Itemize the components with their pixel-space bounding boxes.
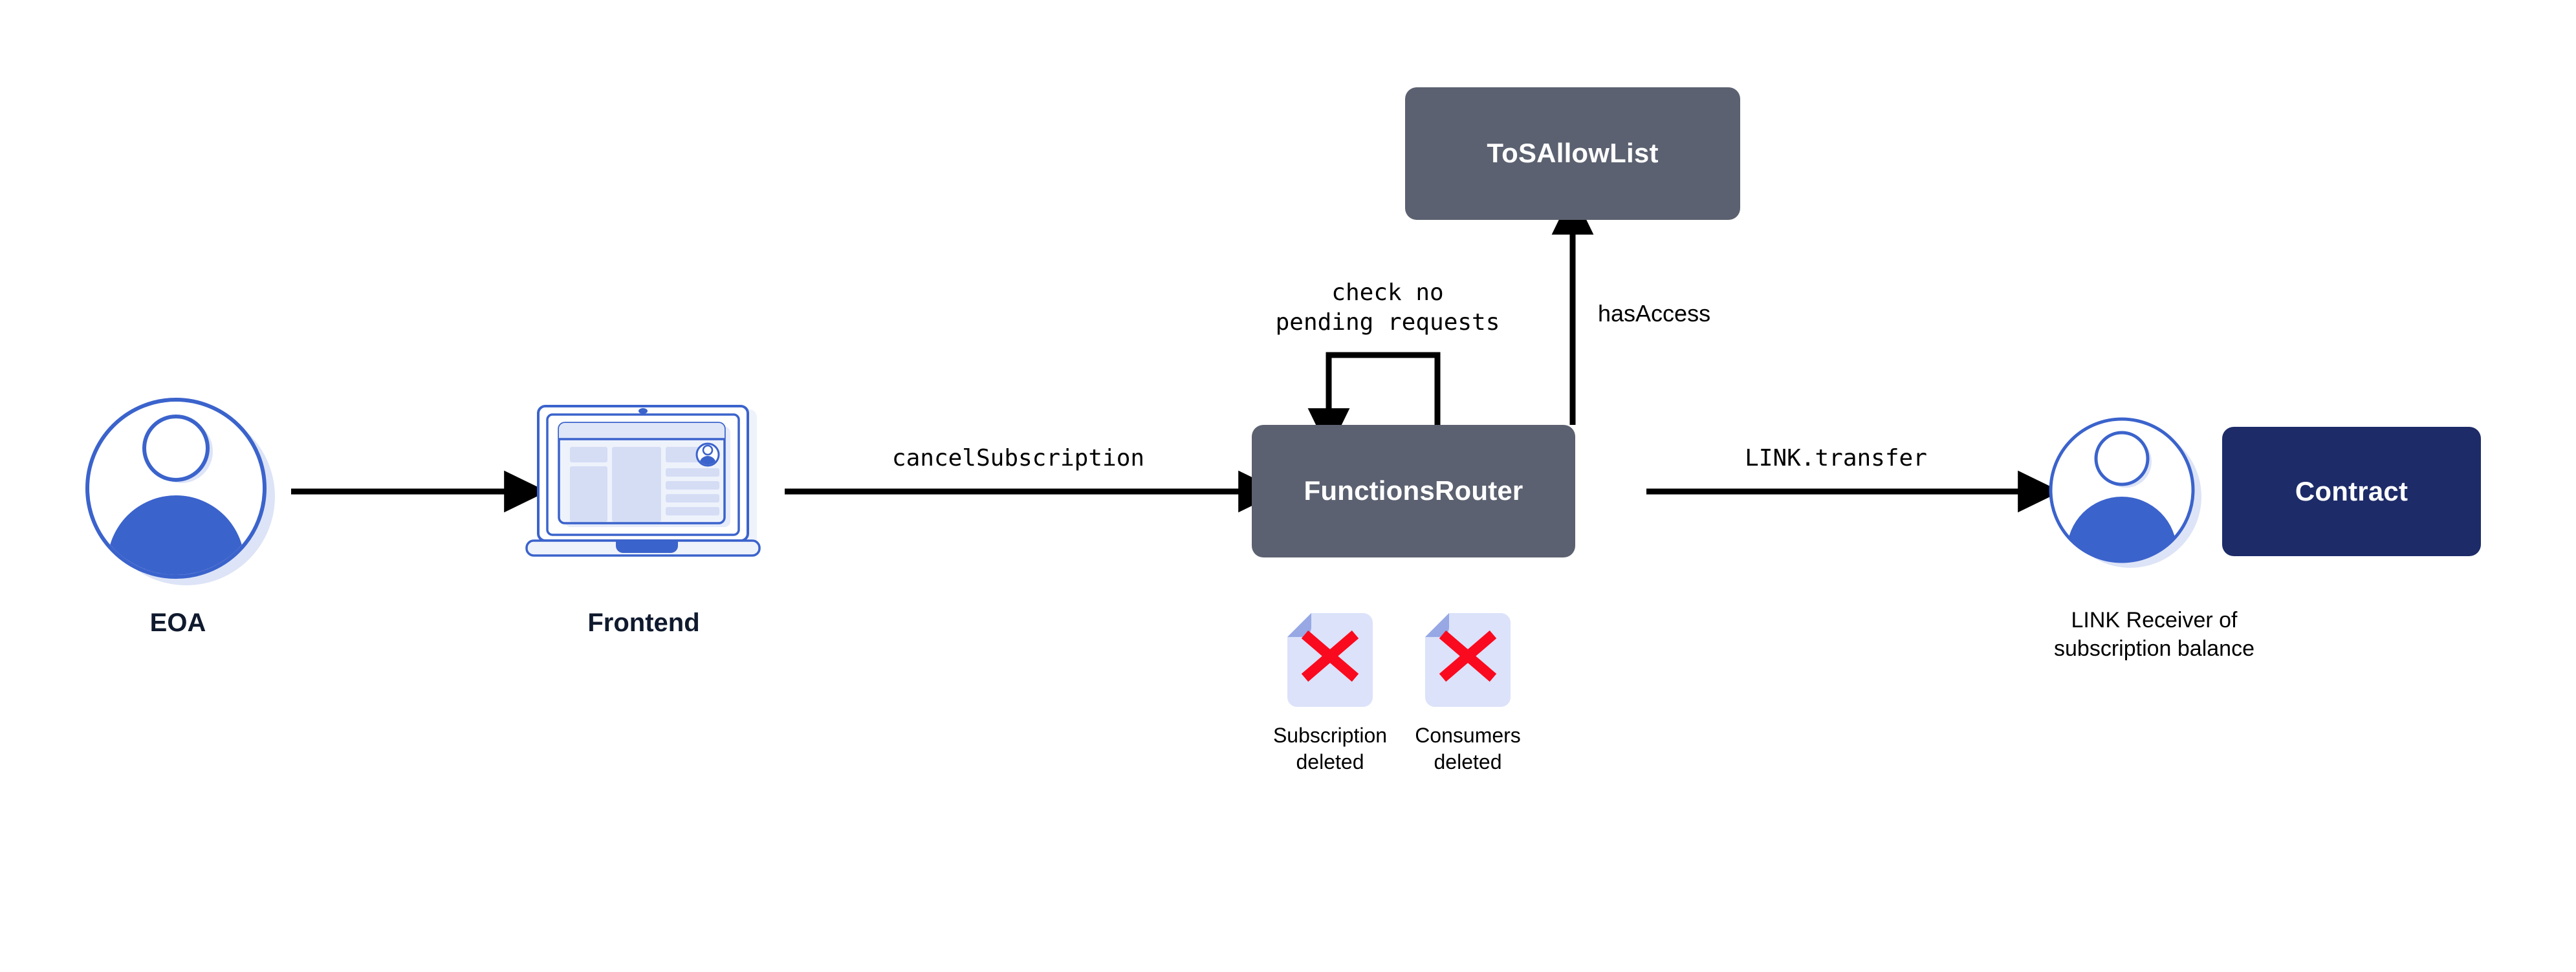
- link-receiver-caption: LINK Receiver of subscription balance: [2054, 608, 2254, 661]
- edge-label-link-transfer: LINK.transfer: [1745, 445, 1927, 471]
- eoa-label: EOA: [149, 609, 206, 637]
- contract-label: Contract: [2295, 475, 2408, 506]
- tos-allow-list-label: ToSAllowList: [1487, 138, 1659, 169]
- node-contract[interactable]: Contract: [2222, 427, 2481, 556]
- arrow-router-self-loop: [1307, 352, 1441, 451]
- node-tos-allow-list[interactable]: ToSAllowList: [1405, 87, 1740, 220]
- document-deleted-caption: Consumers deleted: [1415, 724, 1521, 773]
- functions-router-label: FunctionsRouter: [1304, 475, 1523, 506]
- node-functions-router[interactable]: FunctionsRouter: [1252, 425, 1575, 557]
- document-deleted-icon: [1287, 613, 1373, 707]
- frontend-label: Frontend: [587, 609, 700, 637]
- edge-label-cancel-subscription: cancelSubscription: [891, 445, 1145, 471]
- laptop-icon: [525, 405, 761, 557]
- user-avatar-icon: [85, 398, 275, 585]
- document-deleted-icon: [1425, 613, 1511, 707]
- document-deleted-caption: Subscription deleted: [1272, 724, 1388, 773]
- edge-label-has-access: hasAccess: [1598, 300, 1711, 327]
- user-avatar-icon: [2049, 417, 2201, 568]
- edge-label-check-no-pending-requests: check no pending requests: [1275, 279, 1500, 336]
